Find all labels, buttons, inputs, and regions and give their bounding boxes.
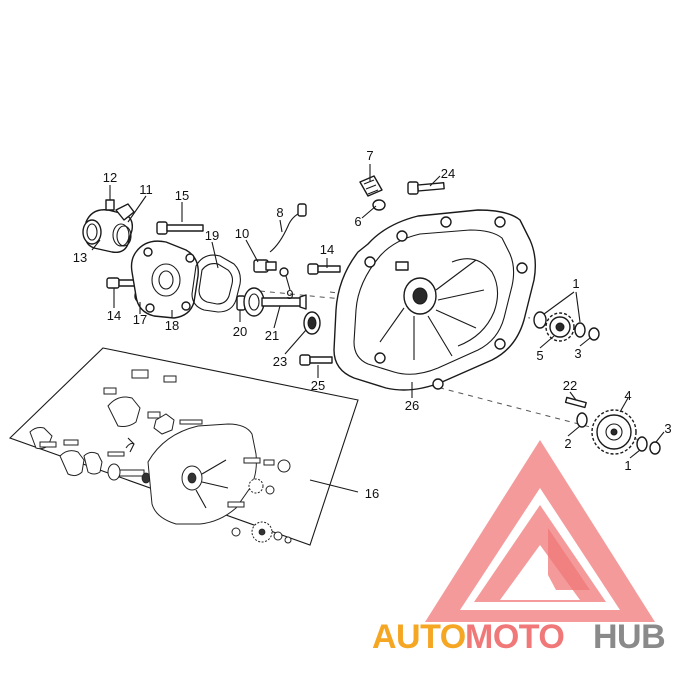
callout-12: 12: [103, 170, 117, 185]
plug-7: [359, 175, 383, 197]
washer-2-lower: [576, 412, 588, 428]
clip-9: [279, 267, 289, 277]
callout-10: 10: [235, 226, 249, 241]
callout-17: 17: [133, 312, 147, 327]
callout-15: 15: [175, 188, 189, 203]
callout-13: 13: [73, 250, 87, 265]
callout-24: 24: [441, 166, 455, 181]
callout-11: 11: [139, 182, 153, 197]
washer-1-upper: [533, 311, 547, 329]
o-ring-6: [372, 199, 386, 211]
breather-hose-8: [269, 203, 307, 253]
callout-22: 22: [563, 378, 577, 393]
bolt-14-right: [307, 263, 341, 275]
callout-18: 18: [165, 318, 179, 333]
gear-4: [591, 409, 637, 455]
watermark-text-auto: AUTO: [372, 618, 466, 656]
callout-1-upper: 1: [572, 276, 579, 291]
callout-19: 19: [205, 228, 219, 243]
water-pump-cover-18: [130, 240, 199, 319]
washer-1-lower: [636, 436, 648, 452]
callout-8: 8: [276, 205, 283, 220]
thermostat-housing: [82, 203, 135, 254]
circlip-3-upper: [588, 327, 600, 341]
clutch-cover-26: [333, 209, 537, 391]
assembly-axis-left: [249, 289, 353, 301]
callout-20: 20: [233, 324, 247, 339]
screw-12: [105, 185, 115, 211]
callout-25: 25: [311, 378, 325, 393]
bolt-24: [407, 181, 445, 195]
callout-labels: 1 1 2 2 3 3 4 5 6 7 8 9 10 11 12 13 14 1…: [73, 148, 672, 501]
callout-2-lower: 2: [564, 436, 571, 451]
bolt-25: [299, 354, 333, 366]
callout-5: 5: [536, 348, 543, 363]
callout-3-lower: 3: [664, 421, 671, 436]
callout-26: 26: [405, 398, 419, 413]
callout-14-left: 14: [107, 308, 121, 323]
gasket-19: [191, 254, 241, 313]
gear-5: [545, 312, 575, 342]
circlip-3-lower: [649, 441, 661, 455]
watermark-text-hub: HUB: [593, 618, 665, 656]
watermark-text-moto: MOTO: [465, 618, 564, 656]
leader-lines: [91, 164, 665, 493]
bolt-15: [156, 221, 204, 235]
callout-3-upper: 3: [574, 346, 581, 361]
fitting-10: [253, 259, 277, 273]
callout-21: 21: [265, 328, 279, 343]
callout-4: 4: [624, 388, 631, 403]
callout-23: 23: [273, 354, 287, 369]
complete-cover-assembly-16: [8, 347, 359, 546]
washer-1b-upper: [574, 322, 586, 338]
o-ring-11: [116, 225, 132, 247]
callout-14-right: 14: [320, 242, 334, 257]
callout-6: 6: [354, 214, 361, 229]
pump-shaft-21: [243, 287, 307, 317]
callout-1-lower: 1: [624, 458, 631, 473]
callout-9: 9: [286, 287, 293, 302]
callout-7: 7: [366, 148, 373, 163]
oil-seal-23: [303, 311, 321, 335]
pin-22: [564, 396, 587, 409]
watermark-logo: AUTO MOTO HUB: [372, 440, 666, 656]
callout-16: 16: [365, 486, 379, 501]
